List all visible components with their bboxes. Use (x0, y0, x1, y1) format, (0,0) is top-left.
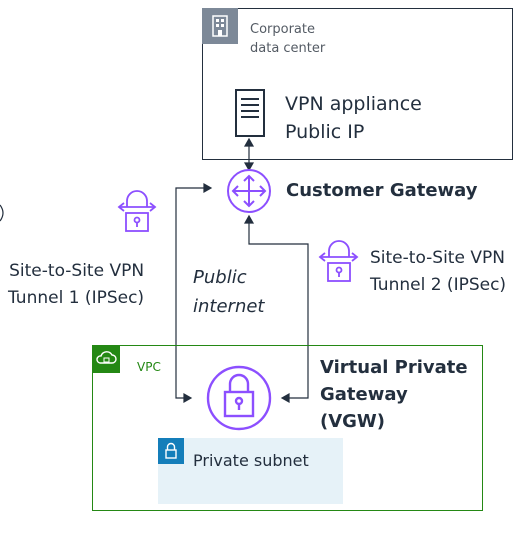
lock-icon (206, 365, 272, 431)
public-internet-line2: internet (193, 296, 265, 317)
tunnel2-path (243, 214, 309, 404)
tunnel1-label: Site-to-Site VPN Tunnel 1 (IPSec) (8, 258, 144, 312)
corporate-label-line2: data center (250, 41, 326, 56)
vpc-box (92, 345, 483, 511)
vpc-label: VPC (137, 360, 161, 374)
vpn-tunnel-icon (318, 240, 359, 282)
subnet-lock-icon (158, 438, 184, 464)
vgw-line2: Gateway (320, 384, 408, 405)
vpn-appliance-label: VPN appliance Public IP (285, 90, 422, 146)
private-subnet-label: Private subnet (193, 451, 309, 470)
tunnel2-label: Site-to-Site VPN Tunnel 2 (IPSec) (370, 245, 506, 299)
public-internet-line1: Public (193, 267, 247, 288)
tunnel1-line1: Site-to-Site VPN (9, 261, 145, 281)
cloud-icon (92, 345, 120, 373)
vgw-line3: (VGW) (320, 411, 386, 432)
vpn-tunnel-icon (117, 190, 157, 232)
router-icon (227, 169, 271, 213)
corporate-data-center-box (202, 8, 513, 160)
customer-gateway-label: Customer Gateway (286, 180, 478, 201)
tunnel1-path (175, 182, 213, 404)
vgw-label: Virtual Private Gateway (VGW) (320, 354, 468, 435)
vgw-line1: Virtual Private (320, 357, 468, 378)
appliance-cgw-link (243, 137, 255, 172)
public-internet-label: Public internet (193, 263, 264, 321)
tunnel1-line2: Tunnel 1 (IPSec) (8, 288, 145, 308)
vpn-appliance-line2: Public IP (285, 121, 365, 143)
edge-fragment (0, 204, 4, 222)
building-icon (202, 8, 238, 44)
corporate-data-center-label: Corporate data center (250, 20, 325, 58)
server-icon (235, 89, 265, 137)
vpn-appliance-line1: VPN appliance (285, 93, 422, 115)
corporate-label-line1: Corporate (250, 22, 315, 37)
private-subnet-box (158, 438, 343, 504)
tunnel2-line1: Site-to-Site VPN (370, 248, 505, 268)
tunnel2-line2: Tunnel 2 (IPSec) (370, 275, 507, 295)
